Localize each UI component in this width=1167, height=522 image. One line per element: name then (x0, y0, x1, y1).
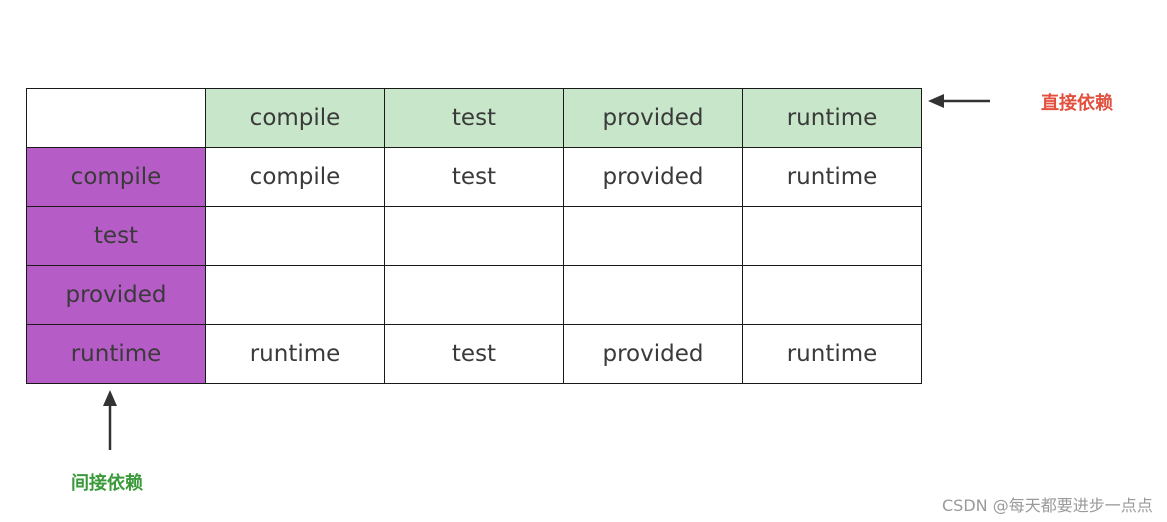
table-cell (384, 265, 564, 325)
dependency-scope-table: compile test provided runtime compile co… (26, 88, 922, 384)
indirect-arrow-icon (103, 390, 117, 450)
indirect-dependency-label: 间接依赖 (71, 473, 143, 494)
row-header-provided: provided (26, 265, 206, 325)
table-cell (742, 265, 922, 325)
direct-arrow-icon (928, 94, 990, 108)
table-cell: test (384, 147, 564, 207)
table-cell: provided (563, 147, 743, 207)
table-cell (563, 265, 743, 325)
table-row-runtime: runtime runtime test provided runtime (26, 324, 922, 384)
table-cell: provided (563, 324, 743, 384)
table-row-provided: provided (26, 265, 922, 325)
col-header-compile: compile (205, 88, 385, 148)
table-row-test: test (26, 206, 922, 266)
corner-cell (26, 88, 206, 148)
col-header-provided: provided (563, 88, 743, 148)
row-header-runtime: runtime (26, 324, 206, 384)
table-cell (205, 206, 385, 266)
col-header-test: test (384, 88, 564, 148)
row-header-compile: compile (26, 147, 206, 207)
col-header-runtime: runtime (742, 88, 922, 148)
table-header-row: compile test provided runtime (26, 88, 922, 148)
table-cell (205, 265, 385, 325)
table-cell: test (384, 324, 564, 384)
row-header-test: test (26, 206, 206, 266)
table-cell: runtime (742, 147, 922, 207)
table-cell (742, 206, 922, 266)
direct-dependency-label: 直接依赖 (1041, 93, 1113, 114)
table-cell: compile (205, 147, 385, 207)
table-cell: runtime (742, 324, 922, 384)
table-cell (563, 206, 743, 266)
table-cell: runtime (205, 324, 385, 384)
table-cell (384, 206, 564, 266)
table-row-compile: compile compile test provided runtime (26, 147, 922, 207)
watermark: CSDN @每天都要进步一点点 (942, 496, 1153, 515)
